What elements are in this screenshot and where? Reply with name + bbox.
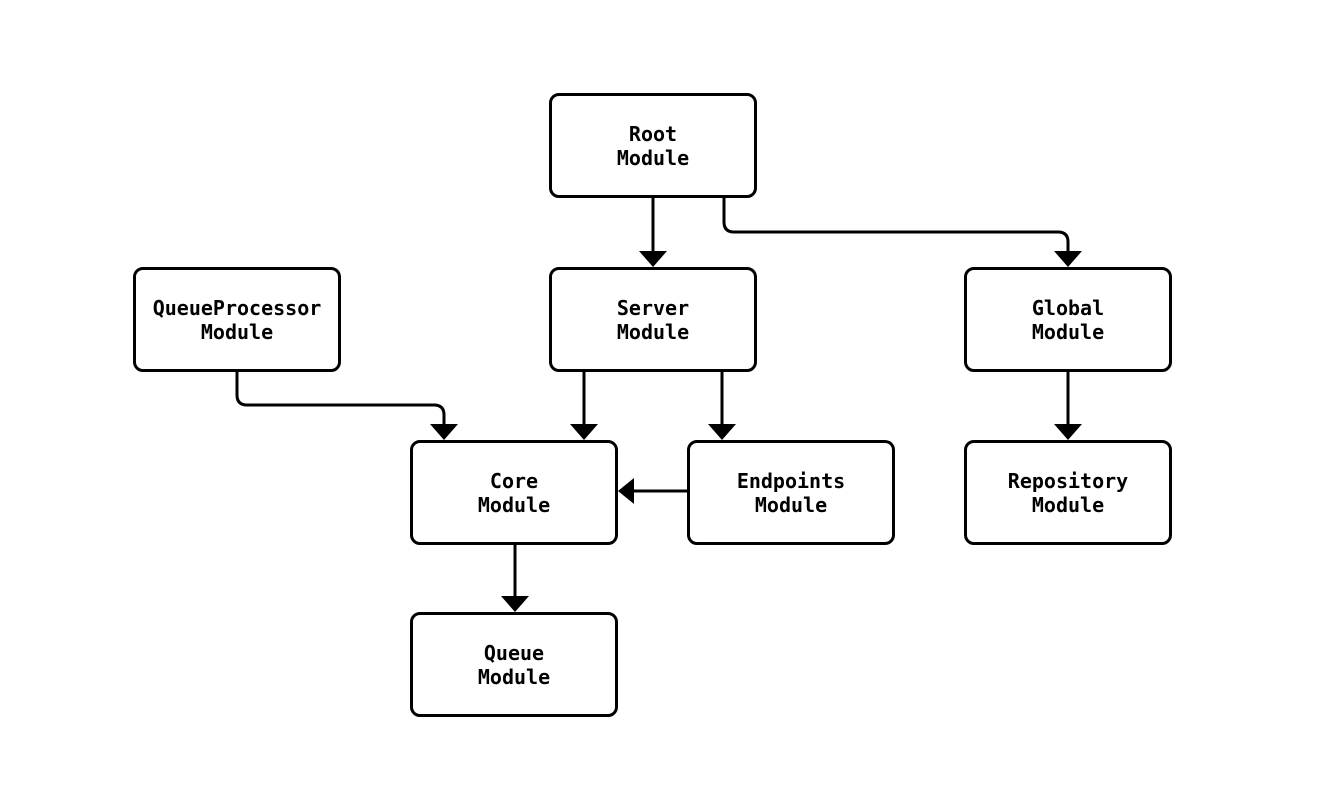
node-global-module: Global Module — [964, 267, 1172, 372]
edge-root-global — [722, 198, 1082, 267]
node-core-module: Core Module — [410, 440, 618, 545]
node-repository-module: Repository Module — [964, 440, 1172, 545]
node-root-module-label: Root Module — [616, 121, 690, 170]
edge-core-queue — [501, 545, 529, 612]
node-root-module: Root Module — [549, 93, 757, 198]
edge-endpoints-core — [618, 478, 687, 504]
node-endpoints-module: Endpoints Module — [687, 440, 895, 545]
node-endpoints-module-label: Endpoints Module — [736, 468, 846, 517]
edge-root-server — [639, 198, 667, 267]
edge-global-repository — [1054, 372, 1082, 440]
edge-server-endpoints — [708, 372, 736, 440]
node-queueprocessor-module: QueueProcessor Module — [133, 267, 341, 372]
node-server-module-label: Server Module — [616, 295, 690, 344]
node-queueprocessor-module-label: QueueProcessor Module — [152, 295, 322, 344]
edge-queueprocessor-core — [235, 372, 458, 440]
node-server-module: Server Module — [549, 267, 757, 372]
node-core-module-label: Core Module — [477, 468, 551, 517]
edge-server-core — [570, 372, 598, 440]
node-repository-module-label: Repository Module — [1007, 468, 1129, 517]
node-global-module-label: Global Module — [1031, 295, 1105, 344]
node-queue-module-label: Queue Module — [477, 640, 551, 689]
node-queue-module: Queue Module — [410, 612, 618, 717]
